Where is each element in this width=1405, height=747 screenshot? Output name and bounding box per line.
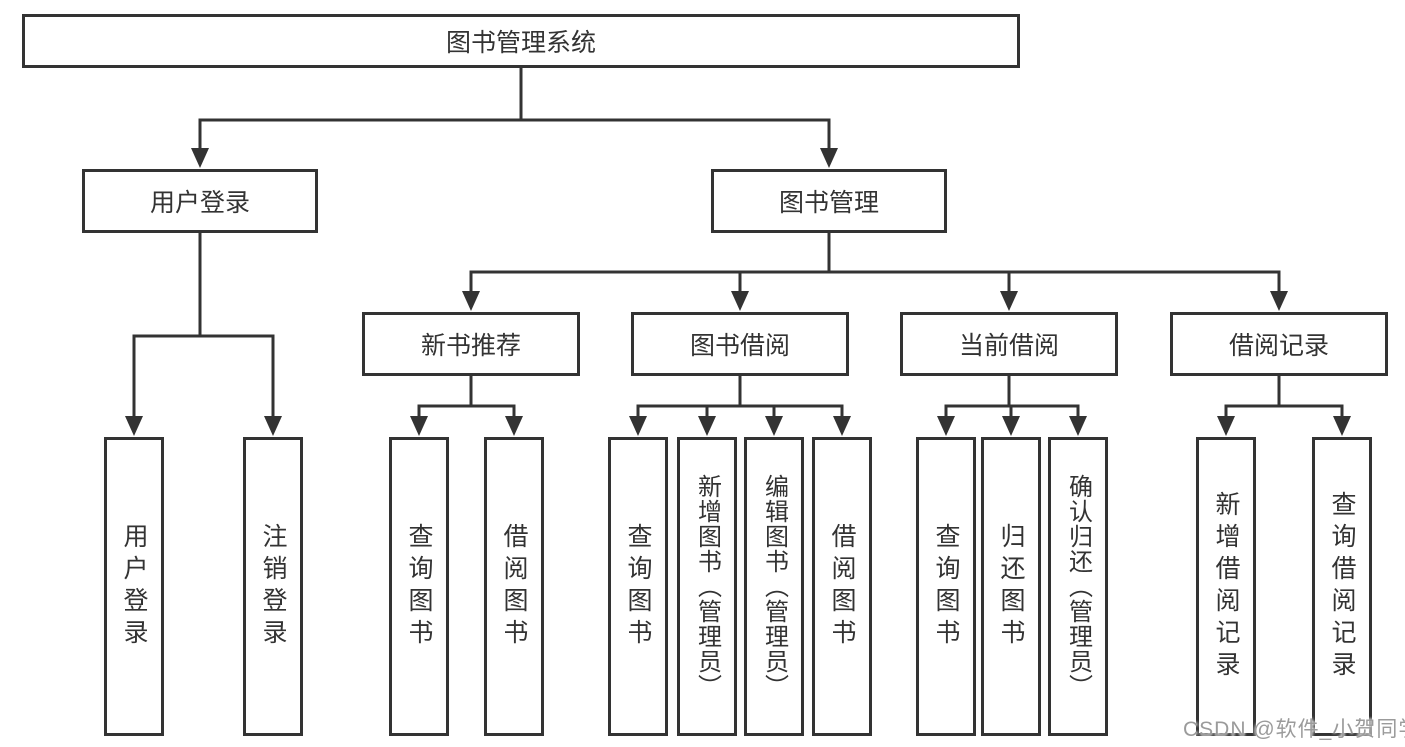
leaf-query-books-recommend: 查询图书	[389, 437, 449, 736]
leaf-logout-login-label: 注销登录	[259, 522, 287, 651]
node-book-borrow: 图书借阅	[631, 312, 849, 376]
node-user-login-label: 用户登录	[149, 189, 250, 217]
node-book-management-label: 图书管理	[778, 189, 879, 217]
leaf-borrow-books-recommend-label: 借阅图书	[500, 522, 528, 651]
arrow-down-icon	[731, 291, 749, 311]
arrow-down-icon	[1002, 416, 1020, 436]
node-current-borrow: 当前借阅	[900, 312, 1118, 376]
leaf-confirm-return-admin-label: 确认归还（管理员）	[1064, 474, 1092, 699]
leaf-logout-login: 注销登录	[243, 437, 303, 736]
node-borrow-records: 借阅记录	[1170, 312, 1388, 376]
node-borrow-records-label: 借阅记录	[1228, 332, 1329, 360]
leaf-query-borrow-record: 查询借阅记录	[1312, 437, 1372, 736]
arrow-down-icon	[1270, 291, 1288, 311]
leaf-add-book-admin-label: 新增图书（管理员）	[693, 474, 721, 699]
leaf-borrow-books-label: 借阅图书	[828, 522, 856, 651]
leaf-query-books-current: 查询图书	[916, 437, 976, 736]
node-current-borrow-label: 当前借阅	[958, 332, 1059, 360]
arrow-down-icon	[1217, 416, 1235, 436]
leaf-return-book-label: 归还图书	[997, 522, 1025, 651]
leaf-borrow-books-recommend: 借阅图书	[484, 437, 544, 736]
leaf-query-books-borrow: 查询图书	[608, 437, 668, 736]
arrow-down-icon	[410, 416, 428, 436]
connector-current-borrow	[944, 374, 1080, 423]
arrow-down-icon	[1333, 416, 1351, 436]
leaf-query-books-borrow-label: 查询图书	[624, 522, 652, 651]
leaf-edit-book-admin: 编辑图书（管理员）	[744, 437, 804, 736]
leaf-query-books-current-label: 查询图书	[932, 522, 960, 651]
leaf-query-books-recommend-label: 查询图书	[405, 522, 433, 651]
arrow-down-icon	[125, 416, 143, 436]
arrow-down-icon	[505, 416, 523, 436]
arrow-down-icon	[698, 416, 716, 436]
arrow-down-icon	[937, 416, 955, 436]
arrow-down-icon	[191, 148, 209, 168]
leaf-confirm-return-admin: 确认归还（管理员）	[1048, 437, 1108, 736]
node-user-login: 用户登录	[82, 169, 318, 233]
leaf-add-borrow-record: 新增借阅记录	[1196, 437, 1256, 736]
watermark-text: CSDN @软件_小贺同学	[1183, 718, 1405, 741]
leaf-borrow-books: 借阅图书	[812, 437, 872, 736]
leaf-edit-book-admin-label: 编辑图书（管理员）	[760, 474, 788, 699]
node-new-book-recommend-label: 新书推荐	[420, 332, 521, 360]
connector-user-login	[132, 231, 275, 423]
connector-book-borrow	[636, 374, 844, 423]
arrow-down-icon	[833, 416, 851, 436]
leaf-add-borrow-record-label: 新增借阅记录	[1212, 490, 1240, 683]
node-book-management: 图书管理	[711, 169, 947, 233]
arrow-down-icon	[629, 416, 647, 436]
leaf-user-login: 用户登录	[104, 437, 164, 736]
connector-borrow-records	[1224, 374, 1344, 423]
leaf-user-login-label: 用户登录	[120, 522, 148, 651]
connector-root	[198, 66, 831, 154]
node-root: 图书管理系统	[22, 14, 1020, 68]
arrow-down-icon	[1069, 416, 1087, 436]
leaf-add-book-admin: 新增图书（管理员）	[677, 437, 737, 736]
node-book-borrow-label: 图书借阅	[689, 332, 790, 360]
connector-new-book-recommend	[417, 374, 516, 423]
arrow-down-icon	[765, 416, 783, 436]
leaf-return-book: 归还图书	[981, 437, 1041, 736]
connector-book-management	[469, 231, 1281, 299]
arrow-down-icon	[1000, 291, 1018, 311]
leaf-query-borrow-record-label: 查询借阅记录	[1328, 490, 1356, 683]
arrow-down-icon	[264, 416, 282, 436]
arrow-down-icon	[462, 291, 480, 311]
arrow-down-icon	[820, 148, 838, 168]
node-root-label: 图书管理系统	[445, 29, 596, 57]
node-new-book-recommend: 新书推荐	[362, 312, 580, 376]
